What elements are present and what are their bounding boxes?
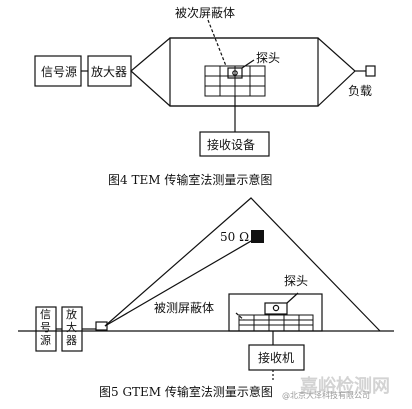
fig5-amplifier-char-1: 放 bbox=[66, 307, 77, 321]
fig5-dut-label: 被测屏蔽体 bbox=[154, 301, 214, 315]
fig5-receiver-label: 接收机 bbox=[258, 350, 294, 365]
fig5-gtem-diagram bbox=[18, 197, 394, 382]
fig4-caption: 图4 TEM 传输室法测量示意图 bbox=[108, 172, 272, 187]
fig5-dut-leader bbox=[235, 312, 245, 321]
fig4-dut-label: 被次屏蔽体 bbox=[175, 6, 235, 20]
fig4-tem-diagram bbox=[34, 19, 376, 157]
fig4-receiver-box bbox=[199, 131, 270, 157]
fig5-gtem-walls bbox=[104, 197, 381, 332]
fig5-amplifier-label: 放 大 器 bbox=[66, 307, 81, 347]
fig4-septum-box bbox=[169, 37, 319, 107]
fig5-receiver-box bbox=[248, 344, 305, 371]
fig4-amplifier-label: 放大器 bbox=[91, 64, 127, 79]
fig4-probe-leader bbox=[241, 59, 255, 69]
fig4-load-label: 负载 bbox=[348, 84, 372, 98]
fig5-labels: 50 Ω 探头 被测屏蔽体 接收机 信 号 源 放 大 器 图5 GTEM 传输… bbox=[40, 230, 308, 399]
fig4-probe-box bbox=[227, 67, 243, 79]
fig5-caption: 图5 GTEM 传输室法测量示意图 bbox=[99, 384, 273, 399]
fig5-amplifier-char-3: 器 bbox=[66, 334, 77, 347]
fig4-load-box bbox=[365, 65, 376, 77]
watermark-credit: @北京大泽科技有限公司 bbox=[282, 390, 370, 400]
fig5-termination-label: 50 Ω bbox=[220, 230, 249, 244]
fig5-septum-line bbox=[104, 236, 259, 327]
fig4-dut-leader bbox=[207, 19, 227, 67]
fig5-probe-box bbox=[264, 302, 288, 315]
fig5-signal-source-char-3: 源 bbox=[40, 333, 51, 347]
fig5-dut-grid bbox=[238, 314, 314, 332]
fig5-signal-source-label: 信 号 源 bbox=[40, 308, 55, 347]
fig5-termination-block bbox=[251, 230, 264, 243]
fig4-probe-dot bbox=[232, 70, 238, 76]
watermark-brand: 嘉峪检测网 bbox=[299, 375, 390, 397]
fig4-probe-label: 探头 bbox=[256, 51, 280, 65]
fig5-amplifier-char-2: 大 bbox=[66, 320, 77, 334]
fig5-probe-dot bbox=[272, 304, 280, 312]
fig5-signal-source-char-2: 号 bbox=[40, 321, 51, 334]
fig5-signal-source-char-1: 信 bbox=[40, 308, 51, 321]
fig4-signal-source-label: 信号源 bbox=[41, 65, 77, 79]
fig4-labels: 被次屏蔽体 信号源 放大器 探头 负载 接收设备 图4 TEM 传输室法测量示意… bbox=[41, 6, 372, 187]
fig4-receiver-label: 接收设备 bbox=[207, 137, 255, 152]
watermark: 嘉峪检测网 @北京大泽科技有限公司 bbox=[282, 375, 390, 400]
fig5-probe-leader bbox=[286, 292, 299, 304]
fig4-dut-grid bbox=[204, 65, 266, 97]
fig5-feed-connector bbox=[95, 321, 108, 331]
fig5-probe-label: 探头 bbox=[284, 274, 308, 288]
